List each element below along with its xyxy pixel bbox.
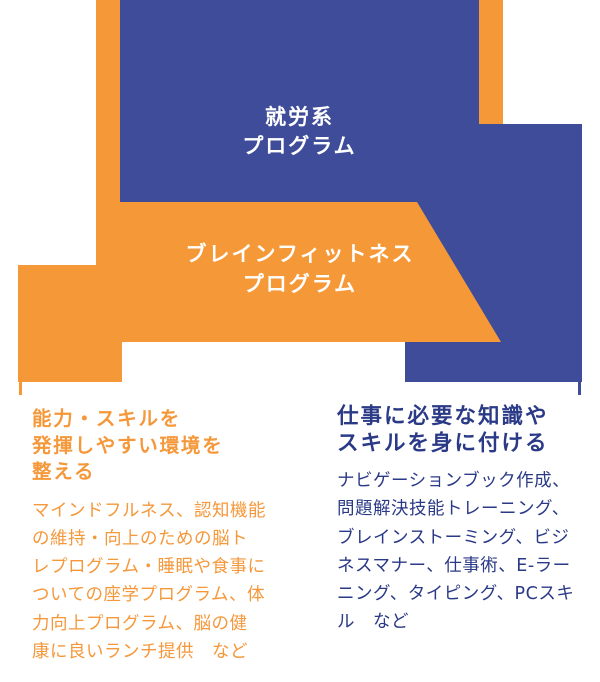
left-body-line4: ついての座学プログラム、体	[32, 585, 265, 606]
left-body-line6: 康に良いランチ提供 など	[32, 641, 248, 662]
employment-program-label: 就労系 プログラム	[120, 103, 479, 161]
employment-label-line2: プログラム	[242, 134, 357, 158]
left-heading-line1: 能力・スキルを	[32, 407, 182, 430]
left-column-heading: 能力・スキルを 発揮しやすい環境を 整える	[32, 406, 266, 486]
left-body-line1: マインドフルネス、認知機能	[32, 500, 266, 521]
right-body-line5: ニング、タイピング、PCスキ	[337, 584, 575, 605]
brainfitness-arrow-shape	[18, 0, 501, 395]
brainfitness-program-label: ブレインフィットネス プログラム	[100, 239, 500, 299]
left-body-line3: レプログラム・睡眠や食事に	[32, 557, 266, 578]
blue-tick-mark	[578, 382, 581, 395]
left-column-body: マインドフルネス、認知機能 の維持・向上のための脳ト レプログラム・睡眠や食事に…	[32, 497, 266, 667]
left-body-line2: の維持・向上のための脳ト	[32, 528, 248, 549]
right-body-line1: ナビゲーションブック作成、	[337, 471, 571, 491]
left-column-environment: 能力・スキルを 発揮しやすい環境を 整える マインドフルネス、認知機能 の維持・…	[32, 406, 266, 666]
employment-label-line1: 就労系	[265, 105, 334, 129]
right-body-line4: ネスマナー、仕事術、E-ラー	[337, 555, 571, 576]
right-body-line6: ル など	[337, 612, 409, 633]
left-heading-line2: 発揮しやすい環境を	[32, 433, 224, 457]
right-heading-line2: スキルを身に付ける	[337, 430, 549, 456]
right-body-line2: 問題解決技能トレーニング、	[337, 499, 570, 520]
banner-shapes	[18, 0, 582, 395]
right-column-skills: 仕事に必要な知識や スキルを身に付ける ナビゲーションブック作成、 問題解決技能…	[337, 404, 574, 637]
brainfitness-label-line2: プログラム	[242, 272, 358, 296]
brainfitness-label-line1: ブレインフィットネス	[185, 242, 415, 266]
orange-top-strip	[479, 0, 503, 124]
right-column-heading: 仕事に必要な知識や スキルを身に付ける	[337, 404, 574, 457]
right-column-body: ナビゲーションブック作成、 問題解決技能トレーニング、 ブレインストーミング、ビ…	[337, 467, 574, 637]
right-heading-line1: 仕事に必要な知識や	[337, 404, 549, 429]
left-body-line5: 力向上プログラム、脳の健	[32, 613, 248, 634]
right-body-line3: ブレインストーミング、ビジ	[337, 527, 570, 548]
left-heading-line3: 整える	[32, 460, 96, 483]
